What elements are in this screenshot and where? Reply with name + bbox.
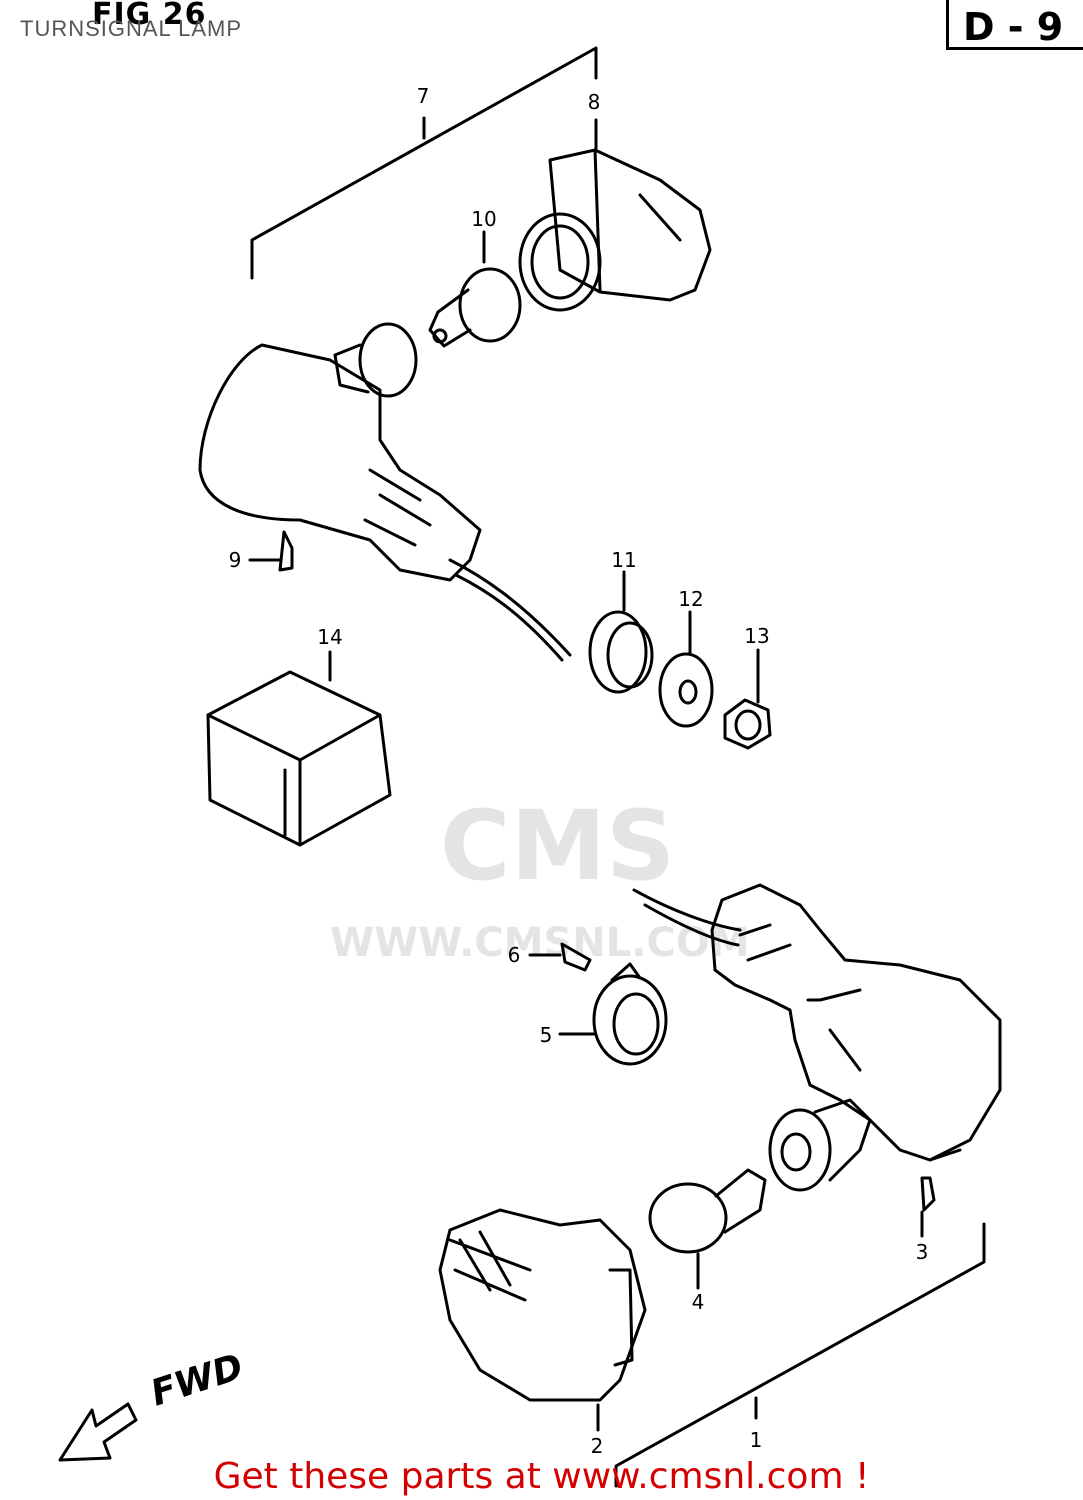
washer-12-shape	[658, 610, 714, 728]
callout-6[interactable]: 6	[507, 943, 521, 967]
housing-upper-shape	[198, 343, 572, 662]
lens-2-shape	[438, 1208, 647, 1432]
screw-3-shape	[920, 1176, 936, 1238]
lens-8-shape	[518, 118, 712, 312]
callout-10[interactable]: 10	[471, 207, 497, 231]
bulb-4-shape	[648, 1168, 767, 1290]
callout-7[interactable]: 7	[416, 84, 430, 108]
callout-2[interactable]: 2	[590, 1434, 604, 1458]
callout-4[interactable]: 4	[691, 1290, 705, 1314]
bracket-7-lines	[250, 46, 598, 280]
gasket-5-shape	[558, 962, 668, 1066]
callout-9[interactable]: 9	[228, 548, 242, 572]
socket-lower-shape	[768, 1098, 872, 1192]
washer-11-shape	[588, 570, 654, 694]
callout-8[interactable]: 8	[587, 90, 601, 114]
housing-lower-shape	[632, 883, 1002, 1162]
callout-3[interactable]: 3	[915, 1240, 929, 1264]
section-code: D - 9	[946, 0, 1083, 50]
diagram-title: TURNSIGNAL LAMP	[20, 16, 243, 41]
callout-13[interactable]: 13	[744, 624, 770, 648]
bracket-1-lines	[614, 1222, 986, 1488]
watermark-url: WWW.CMSNL.COM	[330, 920, 750, 966]
relay-14-shape	[206, 650, 392, 847]
screw-9-shape	[248, 530, 294, 572]
figure-number: FIG 26	[92, 0, 207, 32]
screw-6-shape	[528, 942, 592, 972]
parts-shop-banner[interactable]: Get these parts at www.cmsnl.com !	[213, 1456, 870, 1497]
callout-5[interactable]: 5	[539, 1023, 553, 1047]
watermark-brand: CMS	[440, 790, 676, 902]
callout-1[interactable]: 1	[749, 1428, 763, 1452]
callout-12[interactable]: 12	[678, 587, 704, 611]
bulb-10-shape	[428, 230, 522, 348]
socket-upper-shape	[333, 322, 418, 398]
forward-arrow-shape	[58, 1402, 138, 1462]
nut-13-shape	[723, 648, 772, 750]
callout-14[interactable]: 14	[317, 625, 343, 649]
callout-11[interactable]: 11	[611, 548, 637, 572]
